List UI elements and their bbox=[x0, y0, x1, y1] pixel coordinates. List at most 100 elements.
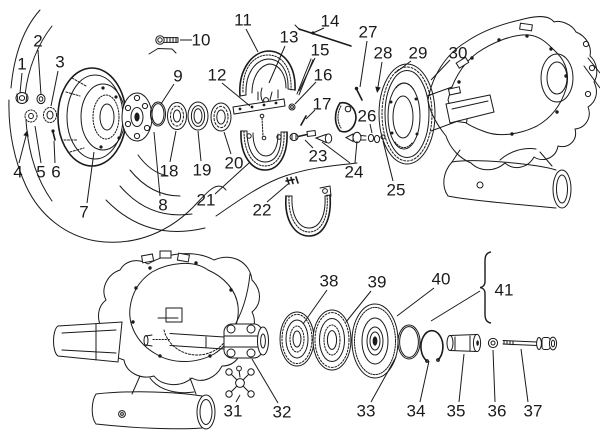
callout-34: 34 bbox=[407, 402, 426, 421]
callout-36: 36 bbox=[488, 402, 507, 421]
position-bracket bbox=[148, 48, 177, 55]
driven-ring-gear bbox=[378, 63, 436, 165]
callout-4: 4 bbox=[13, 163, 22, 182]
callout-13: 13 bbox=[280, 28, 299, 47]
gear-small bbox=[279, 311, 315, 367]
brake-cam-lever bbox=[334, 101, 357, 133]
leader-line-30 bbox=[430, 59, 451, 81]
callout-1: 1 bbox=[17, 55, 26, 74]
callout-15: 15 bbox=[311, 41, 330, 60]
leader-line-5 bbox=[34, 125, 42, 164]
group-brace-41 bbox=[479, 251, 492, 324]
leader-line-8 bbox=[153, 131, 161, 197]
leader-line-37 bbox=[520, 348, 529, 403]
callout-5: 5 bbox=[36, 163, 45, 182]
callout-12: 12 bbox=[208, 66, 227, 85]
small-screw bbox=[51, 129, 56, 141]
callout-16: 16 bbox=[314, 66, 333, 85]
leader-line-26 bbox=[369, 123, 373, 134]
leader-line-13 bbox=[268, 45, 286, 84]
gear-large bbox=[351, 303, 399, 379]
splined-lock-washer bbox=[24, 109, 38, 123]
leader-line-1 bbox=[19, 72, 23, 94]
leader-line-39 bbox=[345, 290, 372, 323]
leader-line-22 bbox=[266, 183, 289, 203]
callout-25: 25 bbox=[387, 181, 406, 200]
leader-line-6 bbox=[53, 140, 56, 164]
leader-line-17 bbox=[305, 109, 316, 120]
leader-line-11 bbox=[245, 28, 259, 53]
callout-26: 26 bbox=[358, 107, 377, 126]
leader-line-24 bbox=[321, 141, 351, 164]
leader-line-27 bbox=[359, 40, 368, 88]
callout-40: 40 bbox=[432, 270, 451, 289]
wheel-bearing-outer bbox=[167, 102, 187, 130]
leader-line-12 bbox=[221, 82, 251, 107]
cotter-pin bbox=[300, 115, 307, 126]
leader-line-20 bbox=[223, 131, 232, 155]
callout-10: 10 bbox=[192, 31, 211, 50]
o-ring bbox=[150, 101, 166, 127]
drive-shaft bbox=[143, 323, 269, 359]
callout-30: 30 bbox=[449, 44, 468, 63]
grease-seal bbox=[43, 107, 57, 123]
leader-line-33 bbox=[370, 356, 397, 403]
wheel-bearing-inner bbox=[210, 102, 232, 132]
leader-line-40 bbox=[396, 287, 435, 317]
leader-line-4 bbox=[18, 135, 27, 164]
leader-line-21 bbox=[214, 162, 250, 195]
leader-line-23 bbox=[304, 139, 314, 149]
callout-32: 32 bbox=[273, 403, 292, 422]
callout-21: 21 bbox=[197, 191, 216, 210]
leader-line-7 bbox=[86, 151, 95, 204]
brake-shoe-lower bbox=[285, 185, 332, 237]
leader-line-29 bbox=[394, 60, 412, 74]
axle-washer bbox=[36, 93, 46, 105]
leader-line-2 bbox=[37, 49, 42, 96]
callout-37: 37 bbox=[524, 402, 543, 421]
callout-23: 23 bbox=[309, 147, 328, 166]
leader-line-9 bbox=[160, 83, 175, 105]
brake-shoe-upper bbox=[239, 50, 296, 104]
hub-bolt bbox=[148, 35, 179, 55]
spacer-ring bbox=[187, 101, 209, 131]
leader-line-36 bbox=[492, 349, 496, 403]
leader-line-16 bbox=[294, 81, 317, 105]
clevis-pin bbox=[354, 86, 363, 101]
shoe-return-spring bbox=[261, 117, 264, 137]
leader-line-31 bbox=[235, 394, 241, 403]
callout-22: 22 bbox=[253, 201, 272, 220]
small-washer bbox=[487, 337, 499, 349]
callout-17: 17 bbox=[313, 95, 332, 114]
leader-line-14 bbox=[312, 27, 325, 34]
callout-6: 6 bbox=[51, 163, 60, 182]
callout-31: 31 bbox=[224, 402, 243, 421]
u-joint-body bbox=[223, 323, 263, 359]
through-bolt bbox=[502, 336, 558, 351]
small-ring bbox=[288, 103, 296, 111]
callout-9: 9 bbox=[173, 67, 182, 86]
callout-35: 35 bbox=[447, 402, 466, 421]
callout-27: 27 bbox=[359, 23, 378, 42]
callout-3: 3 bbox=[55, 53, 64, 72]
leader-line-18 bbox=[169, 130, 177, 163]
retainer-clips bbox=[285, 176, 299, 185]
axle-nut bbox=[15, 92, 29, 104]
gear-medium bbox=[312, 309, 352, 371]
callout-38: 38 bbox=[320, 272, 339, 291]
leader-arrowhead-28 bbox=[375, 86, 381, 93]
leader-line-25 bbox=[382, 140, 394, 182]
leader-line-35 bbox=[458, 353, 465, 403]
brake-lining-bar bbox=[232, 98, 286, 141]
leader-line-3 bbox=[50, 70, 59, 107]
adjuster-bolt bbox=[289, 129, 317, 142]
spacer-sleeve bbox=[446, 333, 482, 353]
callout-28: 28 bbox=[374, 44, 393, 63]
callout-33: 33 bbox=[357, 402, 376, 421]
callout-19: 19 bbox=[193, 161, 212, 180]
callout-41: 41 bbox=[495, 281, 514, 300]
leader-line-24 bbox=[354, 140, 358, 164]
callout-2: 2 bbox=[33, 32, 42, 51]
